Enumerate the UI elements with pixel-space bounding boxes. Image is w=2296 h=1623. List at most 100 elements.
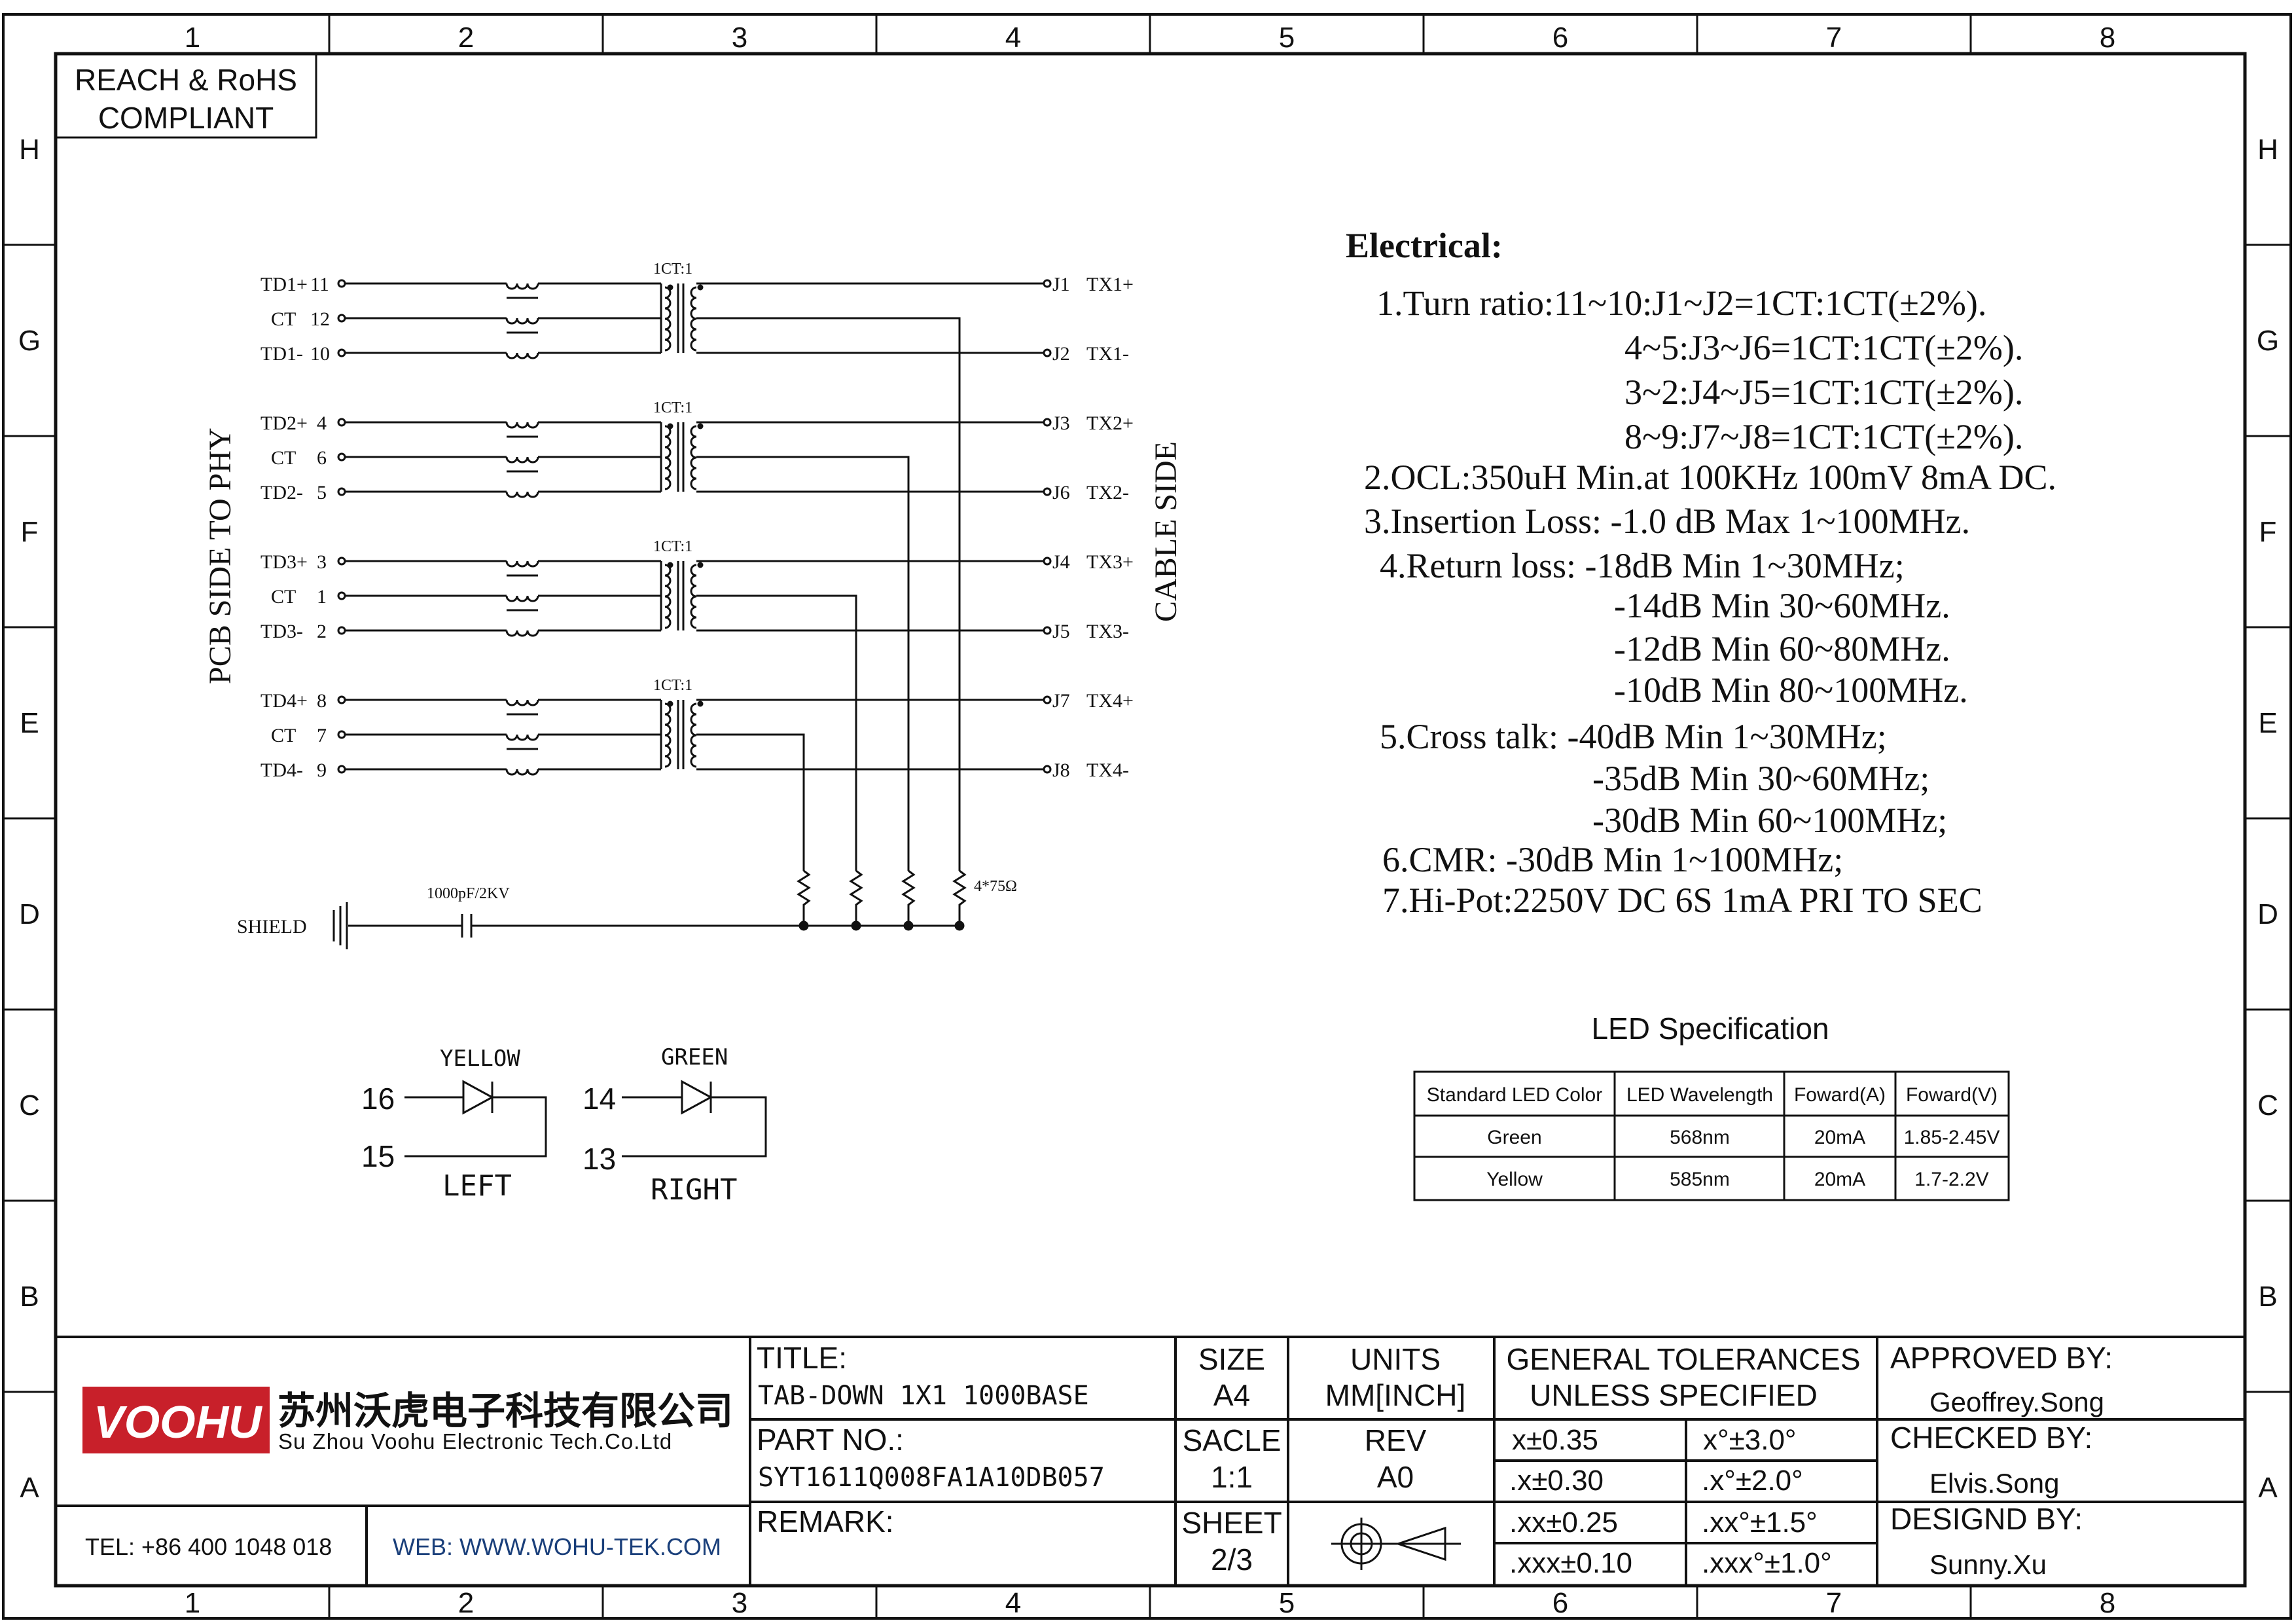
tolerance-linear: .xxx±0.10 [1509, 1547, 1632, 1579]
table-header: Standard LED Color [1427, 1084, 1602, 1106]
web-link[interactable]: WEB: WWW.WOHU-TEK.COM [393, 1533, 721, 1560]
pin-terminal [337, 487, 346, 496]
col-label-bottom: 7 [1826, 1587, 1842, 1619]
row-label-left: G [18, 325, 41, 357]
spec-line: 8~9:J7~J8=1CT:1CT(±2%). [1624, 417, 2023, 456]
cable-pin: J5 [1052, 621, 1070, 642]
led-spec-table: LED Specification Standard LED Color LED… [1413, 1012, 2010, 1201]
pin-name: TD4- [260, 759, 303, 781]
capacitor-label: 1000pF/2KV [427, 885, 510, 902]
polarity-dot [667, 423, 673, 429]
led-pin-label: 15 [361, 1139, 395, 1173]
resistor [901, 869, 916, 922]
spec-line: 4~5:J3~J6=1CT:1CT(±2%). [1624, 328, 2023, 367]
pin-terminal [337, 348, 346, 357]
row-label-left: H [19, 134, 40, 166]
pin-terminal [337, 452, 346, 462]
spec-line: 5.Cross talk: -40dB Min 1~30MHz; [1380, 717, 1887, 756]
led-green [622, 1080, 767, 1158]
size-label: SIZE [1198, 1342, 1265, 1376]
transformer-schematic: PCB SIDE TO PHY CABLE SIDE TD1+ 11 CT 12… [203, 261, 1183, 949]
rev-value: A0 [1377, 1460, 1414, 1494]
row-label-right: E [2258, 707, 2277, 739]
polarity-dot [697, 284, 704, 291]
designed-label: DESIGND BY: [1890, 1502, 2083, 1536]
electrical-spec: Electrical: 1.Turn ratio:11~10:J1~J2=1CT… [1346, 226, 2056, 920]
transformer-primary [664, 425, 672, 490]
col-label-bottom: 6 [1552, 1587, 1568, 1619]
choke-winding [505, 352, 539, 359]
cable-pin-name: TX1- [1086, 343, 1129, 365]
remark-label: REMARK: [757, 1504, 894, 1539]
pin-name: CT [271, 308, 296, 330]
col-label-bottom: 3 [732, 1587, 747, 1619]
scale-label: SACLE [1183, 1423, 1282, 1457]
row-label-right: H [2257, 134, 2278, 166]
cable-pin: J6 [1052, 482, 1070, 503]
pin-terminal [1043, 626, 1052, 635]
approved-value: Geoffrey.Song [1929, 1387, 2104, 1417]
choke-winding [505, 630, 539, 637]
pin-name: TD1- [260, 343, 303, 365]
table-cell: Green [1487, 1127, 1541, 1148]
transformer-primary [664, 702, 672, 768]
transformer-primary [664, 286, 672, 352]
table-cell: 568nm [1670, 1127, 1730, 1148]
spec-line: 4.Return loss: -18dB Min 1~30MHz; [1380, 546, 1905, 585]
choke-winding [505, 283, 539, 290]
spec-line: -10dB Min 80~100MHz. [1614, 670, 1968, 710]
sheet-label: SHEET [1181, 1506, 1282, 1540]
choke-winding [505, 769, 539, 776]
part-value: SYT1611Q008FA1A10DB057 [758, 1463, 1105, 1493]
table-cell: 585nm [1670, 1169, 1730, 1190]
tolerance-angular: x°±3.0° [1703, 1424, 1797, 1456]
title-label: TITLE: [757, 1341, 847, 1375]
ratio-label: 1CT:1 [653, 399, 692, 416]
col-label-top: 1 [185, 22, 200, 54]
row-label-left: A [20, 1472, 39, 1504]
logo-text: VOOHU [94, 1396, 262, 1448]
pin-terminal [337, 695, 346, 704]
tolerance-title: GENERAL TOLERANCES [1506, 1342, 1860, 1376]
led-side-label: LEFT [442, 1169, 512, 1203]
cable-pin: J3 [1052, 412, 1070, 434]
cable-pin-name: TX3+ [1086, 551, 1134, 573]
col-label-bottom: 1 [185, 1587, 200, 1619]
cable-pin: J7 [1052, 690, 1070, 712]
col-label-top: 5 [1279, 22, 1295, 54]
checked-label: CHECKED BY: [1890, 1421, 2092, 1455]
shield-label: SHIELD [237, 916, 307, 938]
row-label-left: E [20, 707, 39, 739]
resistor-label: 4*75Ω [974, 878, 1017, 895]
led-diagram [404, 1080, 767, 1158]
pin-terminal [1043, 418, 1052, 427]
spec-line: 3.Insertion Loss: -1.0 dB Max 1~100MHz. [1364, 501, 1970, 541]
tolerance-linear: x±0.35 [1512, 1424, 1598, 1456]
compliance-line-1: REACH & RoHS [75, 63, 297, 97]
ratio-label: 1CT:1 [653, 538, 692, 555]
center-tap-wire [696, 733, 805, 871]
cable-pin-name: TX4- [1086, 759, 1129, 781]
col-label-bottom: 8 [2100, 1587, 2115, 1619]
cable-pin: J4 [1052, 551, 1070, 573]
pin-number: 11 [310, 274, 329, 295]
led-pin-label: 13 [583, 1142, 616, 1176]
pin-name: CT [271, 447, 296, 469]
led-pin-label: 16 [361, 1082, 395, 1116]
choke-winding [505, 595, 539, 602]
pin-terminal [337, 591, 346, 600]
pin-number: 1 [317, 586, 327, 608]
row-label-right: C [2257, 1089, 2278, 1122]
row-label-left: C [19, 1089, 40, 1122]
spec-line: -30dB Min 60~100MHz; [1592, 801, 1947, 840]
checked-value: Elvis.Song [1929, 1468, 2059, 1499]
cable-pin-name: TX2- [1086, 482, 1129, 503]
third-angle-projection-icon [1331, 1518, 1461, 1570]
units-value: MM[INCH] [1325, 1378, 1466, 1412]
center-tap-wire [696, 456, 910, 871]
pin-terminal [1043, 695, 1052, 704]
pin-number: 4 [317, 412, 327, 434]
col-label-top: 7 [1826, 22, 1842, 54]
pin-terminal [337, 626, 346, 635]
col-label-bottom: 5 [1279, 1587, 1295, 1619]
